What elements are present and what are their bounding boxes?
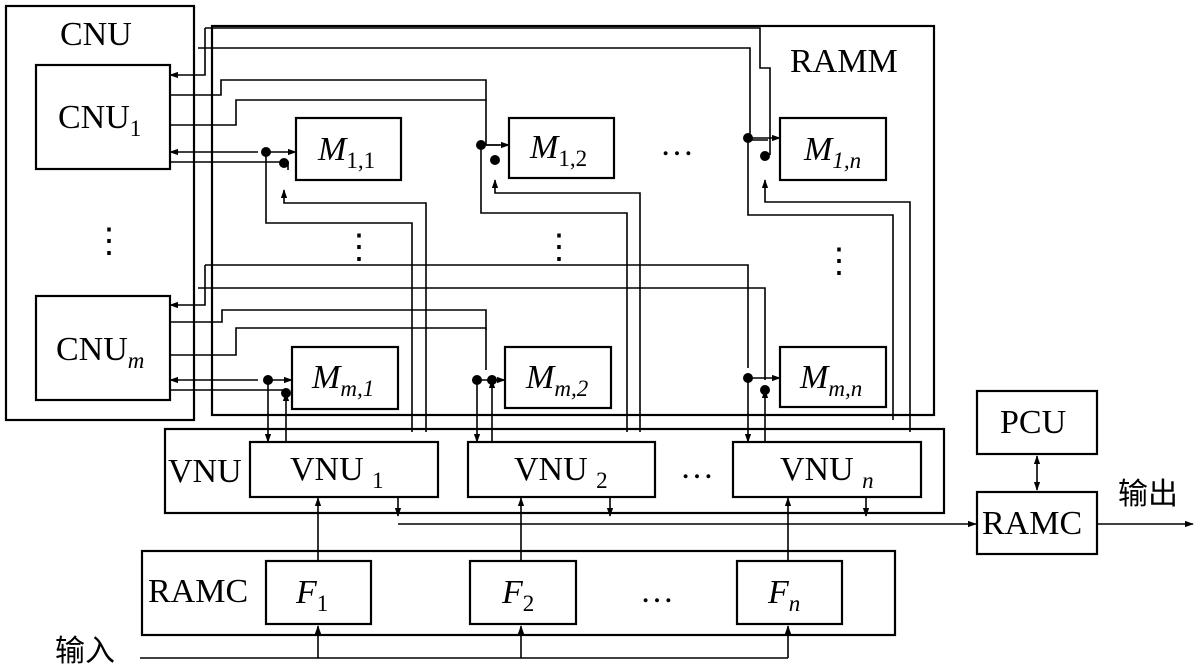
vnu-2-box (466, 440, 657, 499)
cnu-container (4, 4, 196, 422)
ramc-left-container (140, 549, 897, 637)
ellipsis-f: … (640, 573, 674, 610)
connection-wires (140, 27, 1194, 659)
pcu-box (975, 389, 1099, 456)
vnu-container (163, 427, 946, 515)
ramc-right-box (975, 490, 1099, 556)
ramc-right-label: RAMC (982, 505, 1082, 542)
memory-m-n-label: Mm,n (799, 359, 862, 401)
memory-1-2-label: M1,2 (529, 129, 587, 171)
f-n-box (735, 559, 844, 626)
ramm-container (210, 24, 936, 417)
input-label: 输入 (55, 634, 115, 669)
ramc-left-label: RAMC (148, 573, 248, 610)
vdots-cnu: ⋮ (92, 223, 126, 260)
cnu-1-label: CNU1 (58, 99, 141, 141)
cnu-m-box (34, 294, 172, 402)
memory-1-1-label: M1,1 (317, 131, 375, 173)
vnu-2-label: VNU 2 (514, 451, 608, 493)
vnu-1-box (248, 440, 440, 499)
f-n-label: Fn (767, 574, 800, 616)
memory-1-n-label: M1,n (803, 131, 861, 173)
vnu-1-label: VNU 1 (290, 451, 384, 493)
ramm-label: RAMM (790, 43, 898, 80)
output-label: 输出 (1118, 477, 1178, 512)
cnu-m-label: CNUm (56, 331, 144, 373)
pcu-label: PCU (1000, 404, 1066, 441)
memory-block-1-n (778, 116, 888, 182)
f-2-box (468, 559, 578, 626)
cnu-label: CNU (60, 16, 132, 53)
ellipsis-row-1: … (660, 126, 694, 163)
memory-m-2-label: Mm,2 (525, 359, 588, 401)
vnu-n-box (731, 440, 923, 499)
vdots-col-2: ⋮ (542, 229, 576, 266)
f-2-label: F2 (501, 574, 534, 616)
vdots-col-n: ⋮ (822, 243, 856, 280)
memory-m-1-label: Mm,1 (311, 359, 374, 401)
vnu-label: VNU (168, 453, 242, 490)
ellipsis-vnu: … (680, 449, 714, 486)
cnu-1-box (34, 63, 172, 171)
vdots-col-1: ⋮ (342, 229, 376, 266)
vnu-n-label: VNU n (780, 451, 874, 493)
f-1-label: F1 (295, 574, 328, 616)
